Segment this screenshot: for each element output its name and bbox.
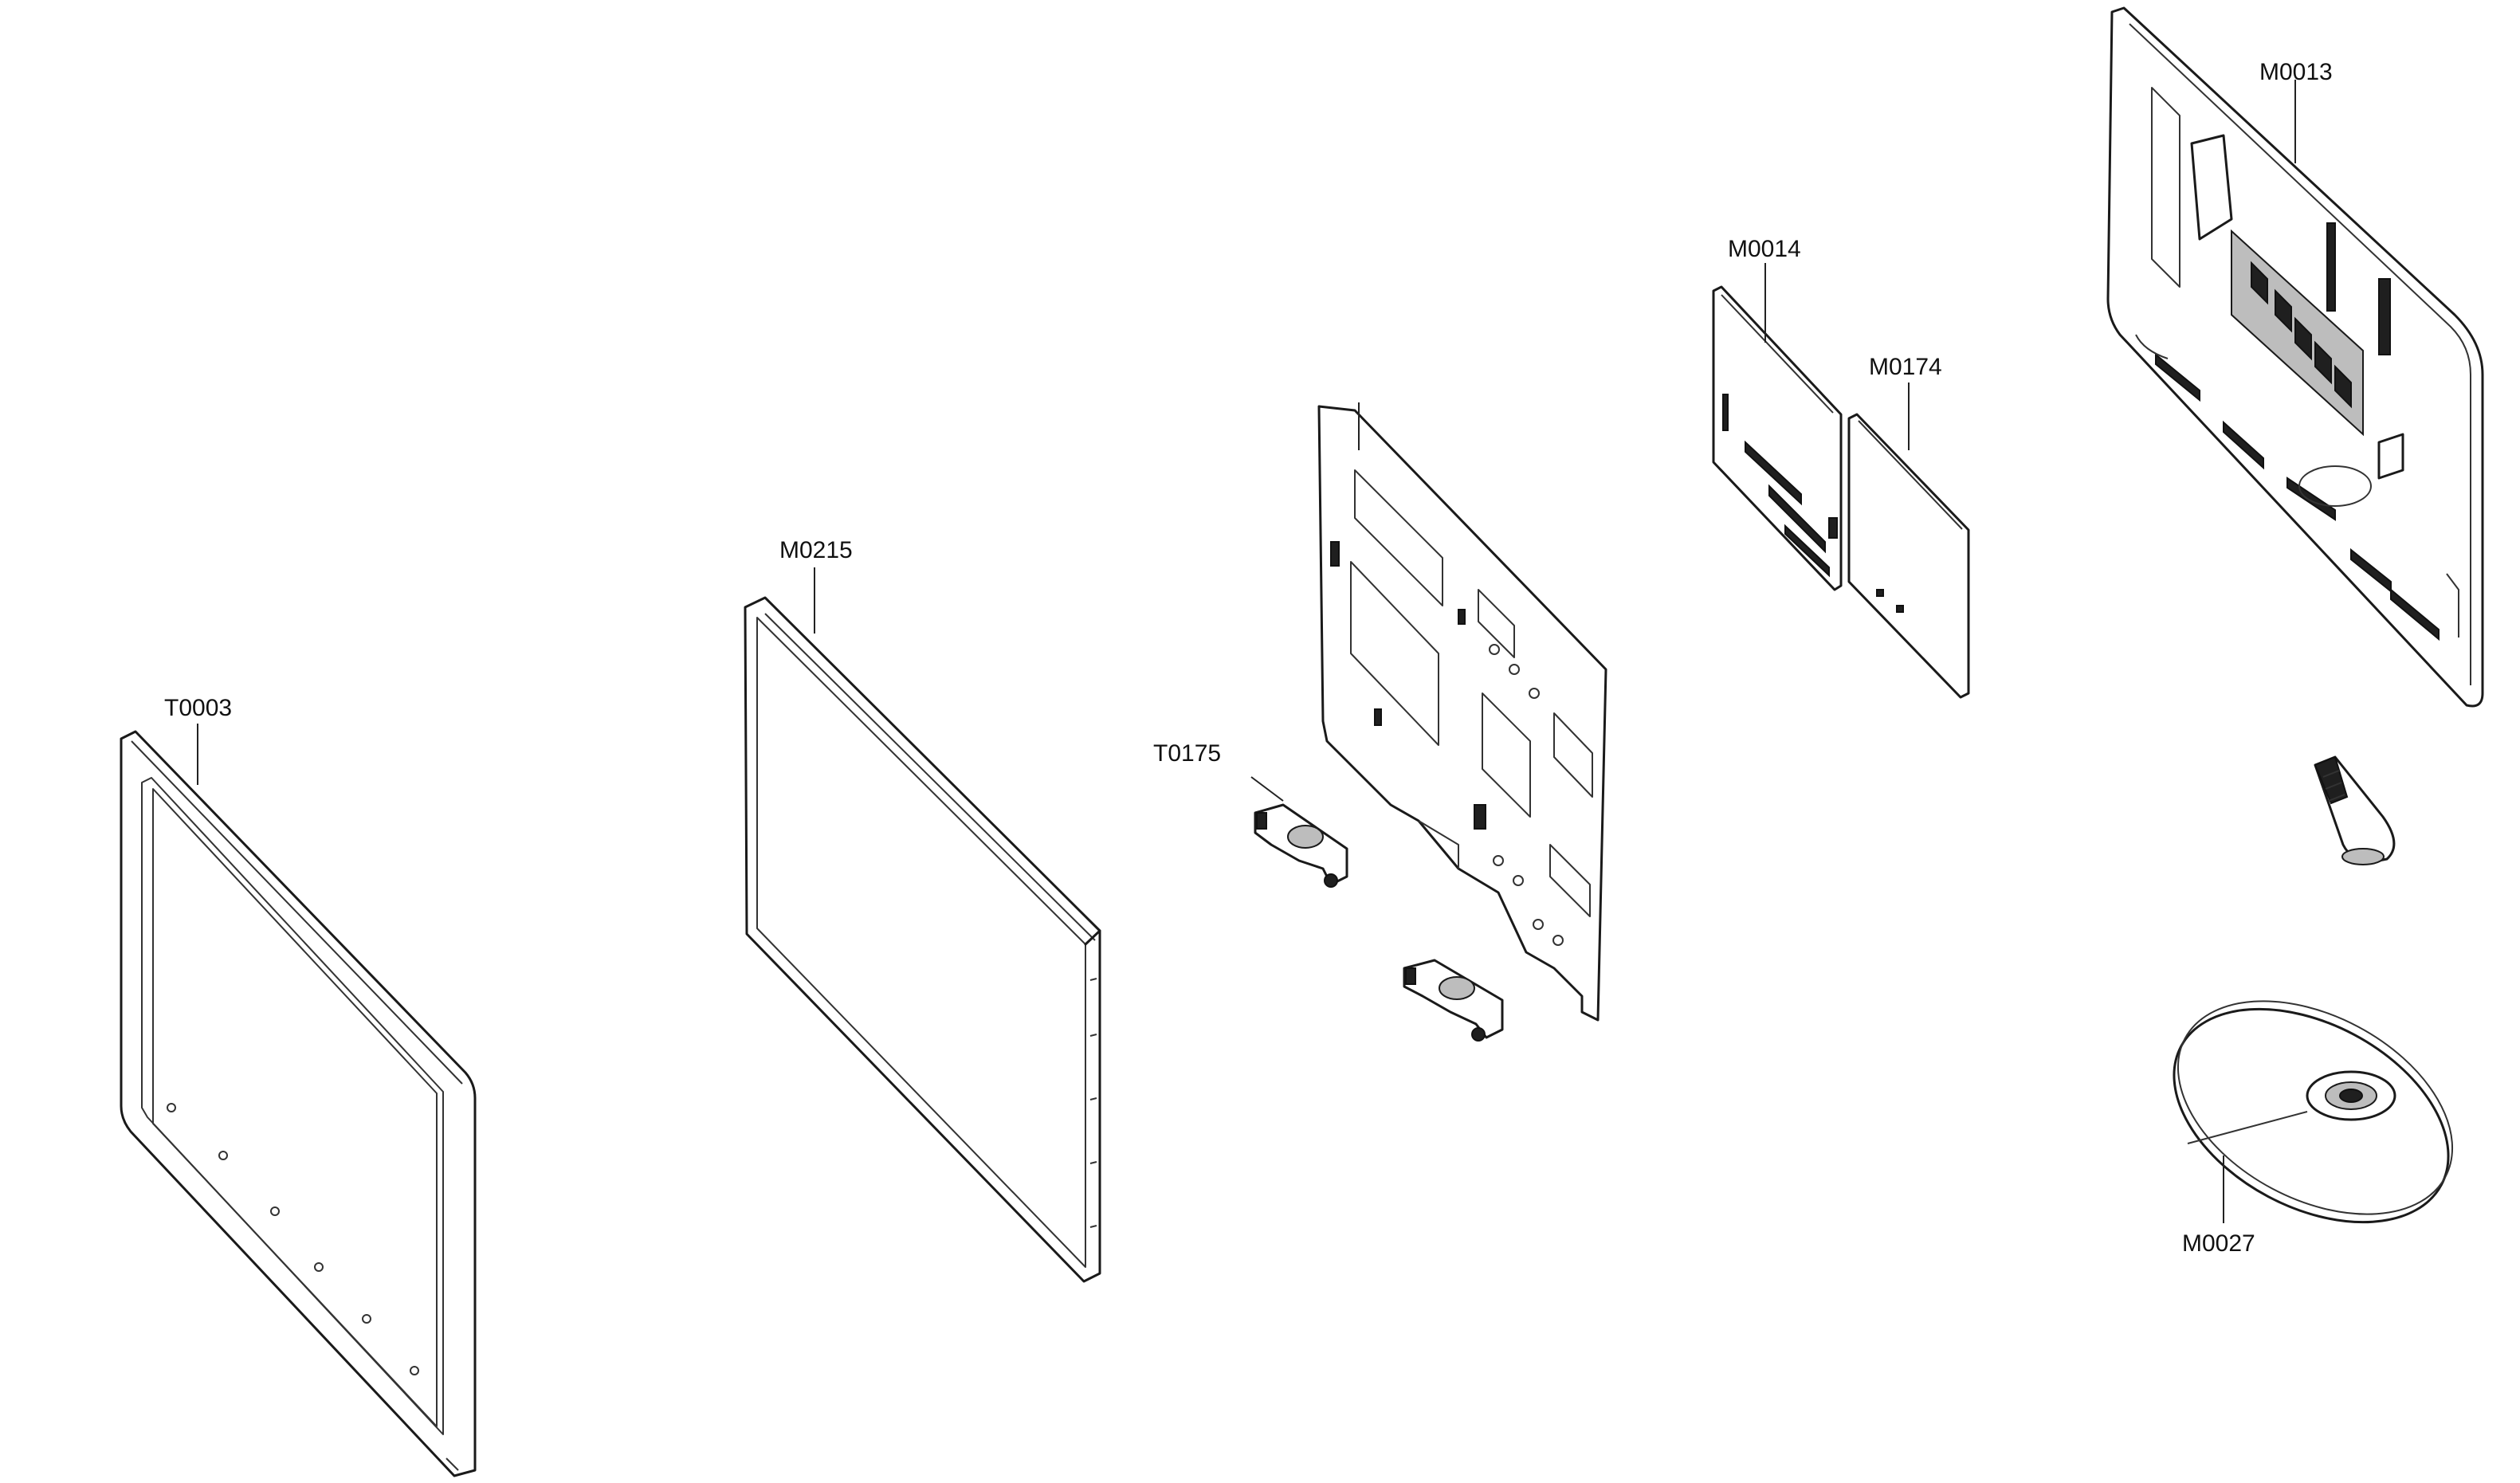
speaker-left-part (1254, 803, 1348, 888)
lcd-panel-part (744, 596, 1101, 1283)
board-2-part (1847, 413, 1970, 699)
stand-base-part (2173, 1000, 2454, 1224)
board-1-part (1712, 285, 1843, 591)
part-label-m0014: M0014 (1728, 236, 1801, 262)
leader-line-t0175 (1250, 776, 1284, 802)
part-label-m0215: M0215 (779, 537, 853, 563)
speaker-right-part (1403, 959, 1504, 1042)
part-label-t0003: T0003 (164, 695, 232, 721)
part-label-t0175: T0175 (1153, 740, 1221, 767)
rear-cover-part (2106, 6, 2484, 708)
front-bezel-part (120, 730, 477, 1477)
part-label-m0013: M0013 (2259, 59, 2333, 85)
chassis-plate-part (1317, 405, 1607, 1022)
stand-neck-part (2314, 755, 2396, 865)
part-label-m0027: M0027 (2182, 1230, 2255, 1257)
part-label-m0174: M0174 (1869, 354, 1942, 380)
